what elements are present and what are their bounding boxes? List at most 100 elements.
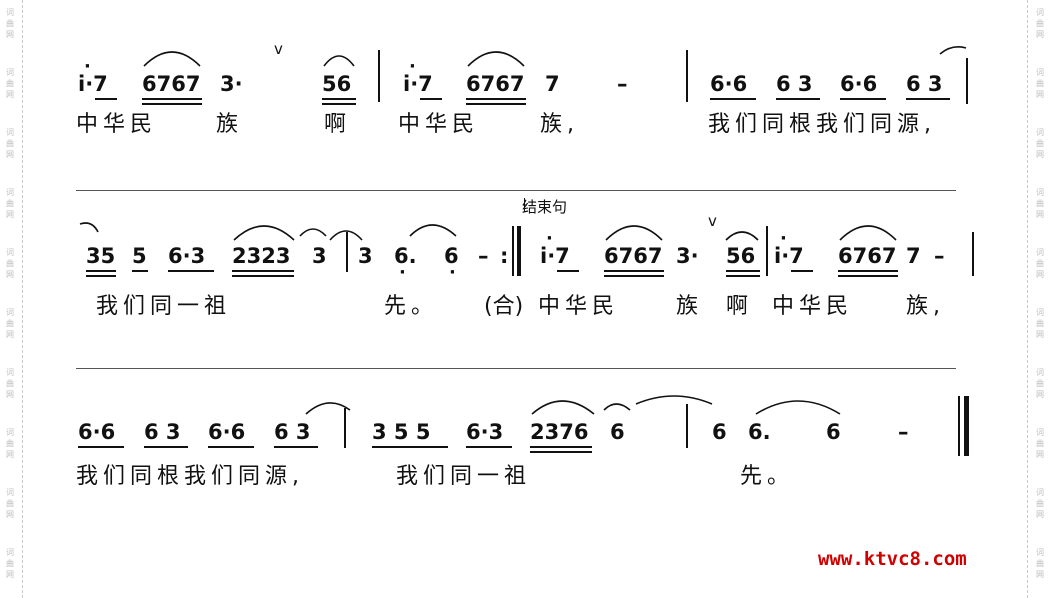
slur <box>143 51 201 67</box>
slur <box>323 55 355 67</box>
lyric: 中华民 <box>398 112 480 137</box>
margin-watermark-glyph: 网 <box>6 390 14 399</box>
margin-watermark-glyph: 词 <box>6 428 14 437</box>
margin-watermark-glyph: 网 <box>6 90 14 99</box>
beam-line <box>466 446 512 448</box>
left-margin-strip: 词曲网词曲网词曲网词曲网词曲网词曲网词曲网词曲网词曲网词曲网 <box>0 0 23 598</box>
lyric: 我们同根我们同源, <box>708 112 936 137</box>
beam-line <box>710 98 756 100</box>
note: 3· <box>220 72 243 96</box>
margin-watermark-glyph: 词 <box>6 308 14 317</box>
margin-watermark-glyph: 曲 <box>6 139 14 148</box>
barline <box>346 232 348 272</box>
slur <box>79 222 99 233</box>
note: 6·3 <box>168 244 206 268</box>
margin-watermark-glyph: 词 <box>1036 308 1044 317</box>
note: 7 <box>545 72 560 96</box>
beam-line <box>168 270 214 272</box>
high-octave-dot: · <box>780 228 787 249</box>
margin-watermark-glyph: 词 <box>6 368 14 377</box>
barline <box>686 404 688 448</box>
note: 56 <box>322 72 352 96</box>
note: 6 <box>610 420 625 444</box>
margin-watermark-glyph: 网 <box>1036 510 1044 519</box>
margin-watermark-glyph: 曲 <box>1036 79 1044 88</box>
beam-line <box>604 275 664 277</box>
low-octave-dot: · <box>399 262 406 283</box>
note: 6·6 <box>208 420 246 444</box>
beam-line <box>838 275 898 277</box>
beam-line <box>208 446 254 448</box>
beam-line <box>530 451 592 453</box>
margin-watermark-glyph: 词 <box>1036 8 1044 17</box>
beam-line <box>530 446 592 448</box>
slur <box>409 224 457 237</box>
barline <box>766 226 768 276</box>
ending-label: 结束句 <box>522 198 568 216</box>
lyric: 族 <box>676 294 704 319</box>
slur <box>939 46 967 55</box>
margin-watermark-glyph: 词 <box>1036 368 1044 377</box>
beam-line <box>420 98 442 100</box>
lyric: 啊 <box>324 112 352 137</box>
breath-mark: v <box>708 212 717 230</box>
lyric: 啊 <box>726 294 754 319</box>
beam-line <box>726 270 760 272</box>
margin-watermark-glyph: 网 <box>1036 270 1044 279</box>
beam-line <box>144 446 188 448</box>
margin-watermark-glyph: 网 <box>1036 210 1044 219</box>
beam-line <box>906 98 950 100</box>
margin-watermark-glyph: 曲 <box>6 79 14 88</box>
beam-line <box>274 446 318 448</box>
site-watermark: www.ktvc8.com <box>818 548 967 570</box>
note: 3 <box>358 244 373 268</box>
beam-line <box>322 103 356 105</box>
beam-line <box>840 98 886 100</box>
low-octave-dot: · <box>449 262 456 283</box>
note: 6 <box>712 420 727 444</box>
repeat-dots: : <box>500 244 509 268</box>
margin-watermark-glyph: 曲 <box>6 199 14 208</box>
margin-watermark-glyph: 曲 <box>6 379 14 388</box>
right-margin-strip: 词曲网词曲网词曲网词曲网词曲网词曲网词曲网词曲网词曲网词曲网 <box>1027 0 1050 598</box>
bracket-line <box>524 198 525 212</box>
barline <box>512 226 514 276</box>
note: 2323 <box>232 244 291 268</box>
note: 6·6 <box>78 420 116 444</box>
slur <box>603 403 631 411</box>
high-octave-dot: · <box>546 228 553 249</box>
margin-watermark-glyph: 词 <box>6 68 14 77</box>
lyric: 族, <box>540 112 579 137</box>
lyric: 我们同根我们同源, <box>76 464 304 489</box>
margin-watermark-glyph: 网 <box>1036 90 1044 99</box>
note: 2376 <box>530 420 589 444</box>
margin-watermark-glyph: 词 <box>6 8 14 17</box>
barline <box>344 408 346 448</box>
beam-line <box>726 275 760 277</box>
margin-watermark-glyph: 网 <box>6 150 14 159</box>
margin-watermark-glyph: 网 <box>6 570 14 579</box>
margin-watermark-glyph: 网 <box>1036 330 1044 339</box>
beam-line <box>142 103 202 105</box>
margin-watermark-glyph: 网 <box>1036 390 1044 399</box>
note: 5 <box>132 244 147 268</box>
lyric: 族 <box>216 112 244 137</box>
note: 6767 <box>838 244 897 268</box>
note: 3· <box>676 244 699 268</box>
beam-line <box>604 270 664 272</box>
slur <box>839 225 897 241</box>
margin-watermark-glyph: 曲 <box>1036 319 1044 328</box>
margin-watermark-glyph: 曲 <box>6 259 14 268</box>
beam-line <box>78 446 124 448</box>
margin-watermark-glyph: 词 <box>1036 548 1044 557</box>
margin-watermark-glyph: 词 <box>6 488 14 497</box>
slur <box>299 228 327 237</box>
margin-watermark-glyph: 曲 <box>1036 199 1044 208</box>
margin-watermark-glyph: 词 <box>1036 488 1044 497</box>
high-octave-dot: · <box>409 56 416 77</box>
beam-line <box>86 275 116 277</box>
margin-watermark-glyph: 曲 <box>1036 259 1044 268</box>
slur <box>635 395 713 405</box>
note: 3 <box>312 244 327 268</box>
note: 6·6 <box>710 72 748 96</box>
